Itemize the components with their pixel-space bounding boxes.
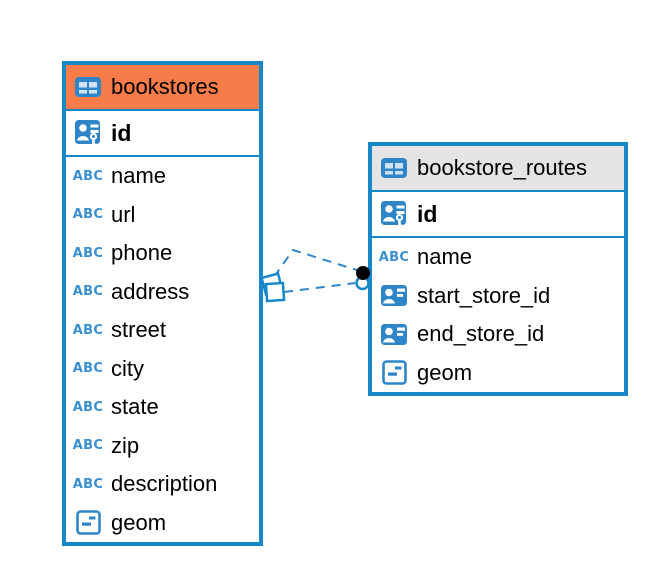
text-icon: ABC	[72, 245, 104, 261]
column-name: start_store_id	[417, 282, 551, 308]
table-name: bookstore_routes	[417, 155, 587, 180]
table-icon	[377, 157, 411, 179]
column-row[interactable]: start_store_id	[372, 277, 624, 316]
column-row[interactable]: id	[66, 111, 259, 155]
column-row[interactable]: end_store_id	[372, 315, 624, 354]
column-name: name	[111, 163, 167, 189]
text-icon: ABC	[72, 361, 104, 377]
text-icon: ABC	[72, 207, 104, 223]
primary-key-icon	[377, 200, 411, 228]
column-name: id	[417, 200, 438, 227]
reference-icon	[377, 284, 411, 307]
primary-key-icon	[71, 119, 105, 147]
column-row[interactable]: ABC street	[66, 311, 259, 350]
table-header[interactable]: bookstores	[66, 65, 259, 111]
text-icon: ABC	[72, 168, 104, 184]
column-row[interactable]: ABC name	[66, 157, 259, 196]
column-row[interactable]: ABC city	[66, 350, 259, 389]
reference-icon	[377, 323, 411, 346]
key-columns-section: id	[66, 111, 259, 157]
geometry-icon	[71, 510, 105, 536]
column-row[interactable]: geom	[66, 504, 259, 543]
table-name: bookstores	[111, 74, 219, 99]
many-side-marker[interactable]	[260, 272, 286, 303]
column-name: state	[111, 394, 159, 420]
table-icon	[71, 76, 105, 98]
column-name: description	[111, 471, 218, 497]
text-icon: ABC	[72, 399, 104, 415]
text-icon: ABC	[72, 476, 104, 492]
column-name: city	[111, 355, 144, 381]
key-columns-section: id	[372, 192, 624, 238]
column-row[interactable]: ABC url	[66, 196, 259, 235]
column-row[interactable]: ABC description	[66, 465, 259, 504]
column-row[interactable]: ABC name	[372, 238, 624, 277]
column-name: street	[111, 317, 167, 343]
column-name: geom	[111, 509, 167, 535]
column-row[interactable]: ABC address	[66, 273, 259, 312]
column-name: id	[111, 119, 132, 146]
text-icon: ABC	[72, 438, 104, 454]
relationship-line-upper[interactable]	[273, 248, 361, 278]
table-header[interactable]: bookstore_routes	[372, 146, 624, 192]
text-icon: ABC	[72, 322, 104, 338]
column-row[interactable]: id	[372, 192, 624, 236]
column-row[interactable]: geom	[372, 354, 624, 393]
column-row[interactable]: ABC zip	[66, 427, 259, 466]
column-name: end_store_id	[417, 321, 545, 347]
text-icon: ABC	[378, 249, 410, 265]
text-icon: ABC	[72, 284, 104, 300]
column-name: geom	[417, 359, 473, 385]
column-row[interactable]: ABC state	[66, 388, 259, 427]
geometry-icon	[377, 360, 411, 386]
column-name: zip	[111, 432, 140, 458]
column-row[interactable]: ABC phone	[66, 234, 259, 273]
table-bookstore-routes[interactable]: bookstore_routes id ABC name start_store_i…	[368, 142, 628, 396]
relationship-line-lower[interactable]	[283, 282, 356, 293]
column-name: url	[111, 201, 136, 227]
column-name: name	[417, 244, 473, 270]
column-name: address	[111, 278, 190, 304]
column-name: phone	[111, 240, 173, 266]
